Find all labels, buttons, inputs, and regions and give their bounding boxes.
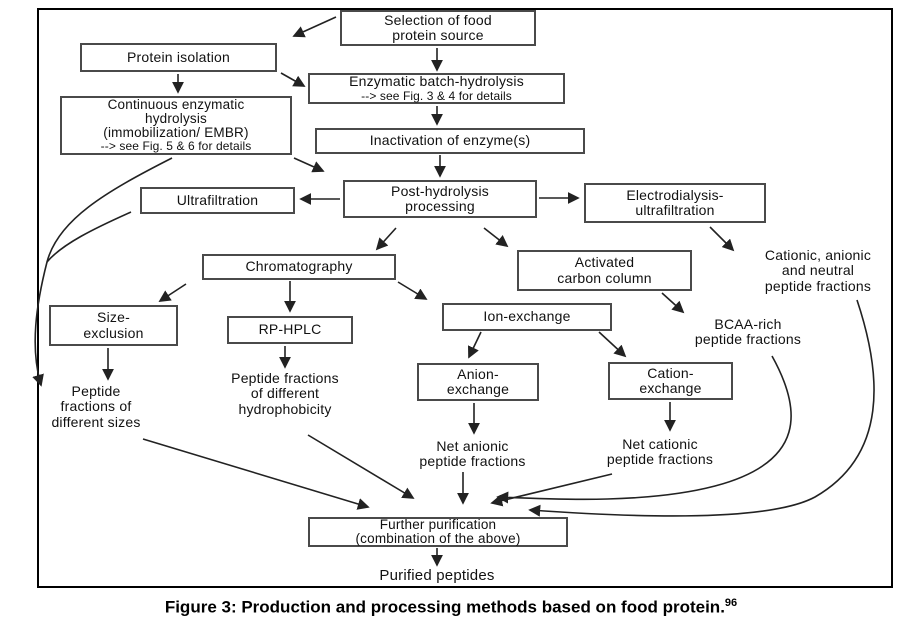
node-note: --> see Fig. 5 & 6 for details [100, 139, 252, 153]
node-label: Cation- exchange [639, 364, 702, 396]
node-rp-hplc: RP-HPLC [227, 316, 353, 344]
node-further-purification: Further purification (combination of the… [308, 517, 568, 547]
node-label: Anion- exchange [446, 365, 510, 397]
node-cation-exchange: Cation- exchange [608, 362, 733, 400]
label-bcaa-rich-peptide-fractions: BCAA-rich peptide fractions [668, 316, 828, 348]
node-label: Net cationic peptide fractions [606, 435, 714, 467]
node-label: Net anionic peptide fractions [419, 437, 526, 469]
node-activated-carbon-column: Activated carbon column [517, 250, 692, 291]
node-label: RP-HPLC [258, 321, 322, 338]
node-label: Activated carbon column [557, 254, 652, 286]
node-label: BCAA-rich peptide fractions [694, 315, 802, 347]
node-label: Ultrafiltration [176, 191, 259, 208]
node-enzymatic-batch-hydrolysis: Enzymatic batch-hydrolysis --> see Fig. … [308, 73, 565, 104]
node-anion-exchange: Anion- exchange [417, 363, 539, 401]
node-label: Protein isolation [126, 48, 230, 65]
node-label: Chromatography [245, 258, 353, 275]
node-label: Peptide fractions of different hydrophob… [231, 369, 339, 417]
node-post-hydrolysis-processing: Post-hydrolysis processing [343, 180, 537, 218]
label-net-cationic-peptide-fractions: Net cationic peptide fractions [582, 436, 738, 468]
node-label: Continuous enzymatic hydrolysis (immobil… [103, 97, 249, 140]
node-continuous-enzymatic-hydrolysis: Continuous enzymatic hydrolysis (immobil… [60, 96, 292, 155]
node-label: Electrodialysis- ultrafiltration [626, 186, 724, 218]
node-inactivation-of-enzymes: Inactivation of enzyme(s) [315, 128, 585, 154]
node-chromatography: Chromatography [202, 254, 396, 280]
node-label: Further purification (combination of the… [355, 517, 521, 546]
node-size-exclusion: Size- exclusion [49, 305, 178, 346]
node-label: Ion-exchange [483, 308, 571, 325]
label-net-anionic-peptide-fractions: Net anionic peptide fractions [395, 438, 550, 470]
node-label: Enzymatic batch-hydrolysis [349, 73, 524, 90]
node-ion-exchange: Ion-exchange [442, 303, 612, 331]
label-peptide-fractions-of-different-sizes: Peptide fractions of different sizes [26, 382, 166, 430]
node-note: --> see Fig. 3 & 4 for details [361, 88, 512, 103]
node-protein-isolation: Protein isolation [80, 43, 277, 72]
node-label: Size- exclusion [83, 309, 144, 341]
node-electrodialysis-ultrafiltration: Electrodialysis- ultrafiltration [584, 183, 766, 223]
node-label: Selection of food protein source [384, 11, 492, 43]
node-selection-of-food-protein-source: Selection of food protein source [340, 10, 536, 46]
label-purified-peptides: Purified peptides [355, 567, 519, 585]
label-cationic-anionic-neutral-peptide-fractions: Cationic, anionic and neutral peptide fr… [738, 246, 898, 294]
caption-reference-number: 96 [724, 597, 738, 609]
label-peptide-fractions-of-different-hydrophobicity: Peptide fractions of different hydrophob… [204, 369, 366, 417]
node-label: Cationic, anionic and neutral peptide fr… [764, 246, 872, 294]
node-label: Inactivation of enzyme(s) [369, 132, 531, 149]
node-label: Purified peptides [379, 567, 495, 585]
node-ultrafiltration: Ultrafiltration [140, 187, 295, 214]
node-label: Post-hydrolysis processing [391, 182, 489, 214]
node-label: Peptide fractions of different sizes [51, 382, 141, 430]
figure-caption: Figure 3: Production and processing meth… [0, 597, 902, 618]
caption-text: Figure 3: Production and processing meth… [164, 597, 725, 617]
